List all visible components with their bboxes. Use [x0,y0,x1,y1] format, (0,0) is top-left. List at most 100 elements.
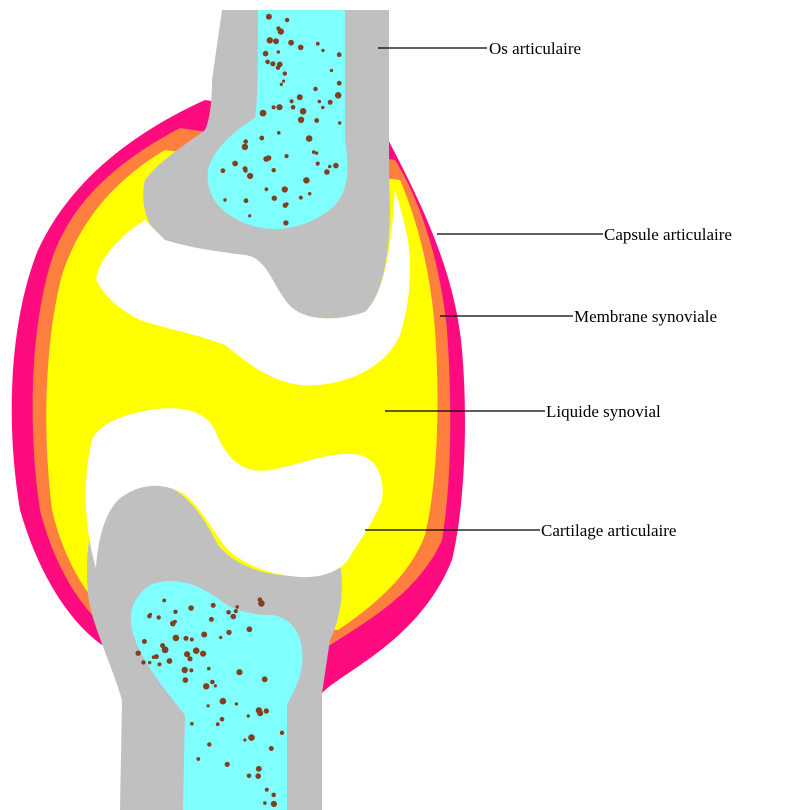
marrow-dot [183,677,189,683]
marrow-dot [299,196,303,200]
marrow-dot [280,731,284,735]
marrow-dot [248,734,255,741]
marrow-dot [335,92,342,99]
marrow-dot [220,698,227,705]
marrow-dot [337,81,342,86]
marrow-dot [277,50,280,53]
marrow-dot [231,614,237,620]
marrow-dot [314,118,319,123]
marrow-dot [189,668,193,672]
marrow-dot [303,177,309,183]
marrow-dot [244,198,249,203]
marrow-dot [207,667,211,671]
marrow-dot [157,615,161,619]
marrow-dot [265,187,269,191]
marrow-dot [271,801,277,807]
marrow-dot [260,110,267,117]
marrow-dot [270,61,275,66]
marrow-dot [258,600,265,607]
marrow-dot [196,757,200,761]
marrow-dot [207,742,211,746]
marrow-dot [247,714,250,717]
marrow-dot [276,104,282,110]
marrow-dot [330,69,333,72]
marrow-dot [193,647,200,654]
label-membrane-synoviale: Membrane synoviale [574,307,717,326]
marrow-dot [282,80,285,83]
marrow-dot [266,14,272,20]
marrow-dot [308,192,311,195]
marrow-dot [277,131,281,135]
marrow-dot [256,766,262,772]
marrow-dot [263,51,269,57]
marrow-dot [184,651,190,657]
marrow-dot [328,100,333,105]
marrow-dot [173,635,180,642]
marrow-dot [262,676,268,682]
marrow-dot [226,610,231,615]
marrow-dot [284,154,288,158]
marrow-dot [236,669,242,675]
marrow-dot [273,38,279,44]
marrow-dot [149,613,152,616]
marrow-dot [148,661,151,664]
marrow-dot [142,639,147,644]
marrow-dot [243,738,246,741]
marrow-dot [243,166,248,171]
marrow-dot [201,632,207,638]
marrow-dot [297,94,303,100]
marrow-dot [321,49,324,52]
label-liquide-synovial: Liquide synovial [546,402,661,421]
marrow-dot [263,156,269,162]
marrow-dot [312,150,316,154]
marrow-dot [225,762,230,767]
marrow-dot [247,173,253,179]
marrow-dot [157,662,161,666]
marrow-dot [219,636,222,639]
marrow-dot [324,169,330,175]
marrow-dot [248,214,251,217]
marrow-dot [255,773,261,779]
marrow-dot [242,144,248,150]
marrow-dot [285,18,289,22]
marrow-dot [316,162,320,166]
marrow-dot [263,801,267,805]
marrow-dot [234,609,238,613]
marrow-dot [283,220,288,225]
marrow-dot [235,605,239,609]
marrow-dot [271,793,276,798]
marrow-dot [210,680,215,685]
marrow-dot [216,722,220,726]
marrow-dot [247,626,253,632]
marrow-dot [226,630,231,635]
marrow-dot [223,198,226,201]
marrow-dot [188,605,194,611]
marrow-dot [154,654,159,659]
marrow-dot [269,746,274,751]
marrow-dot [321,106,324,109]
marrow-dot [232,161,238,167]
marrow-dot [306,135,313,142]
marrow-dot [333,163,339,169]
marrow-dot [338,121,341,124]
marrow-dot [190,722,194,726]
marrow-dot [265,788,269,792]
marrow-dot [280,83,283,86]
marrow-dot [276,26,280,30]
marrow-dot [221,168,226,173]
marrow-dot [136,651,141,656]
marrow-dot [162,599,166,603]
marrow-dot [160,643,165,648]
marrow-dot [290,99,294,103]
marrow-dot [264,708,269,713]
marrow-dot [313,87,317,91]
marrow-dot [276,65,281,70]
marrow-dot [272,168,276,172]
marrow-dot [285,202,289,206]
marrow-dot [214,684,217,687]
marrow-dot [182,667,188,673]
marrow-dot [282,186,288,192]
marrow-dot [200,651,206,657]
marrow-dot [300,108,307,115]
marrow-dot [257,710,263,716]
